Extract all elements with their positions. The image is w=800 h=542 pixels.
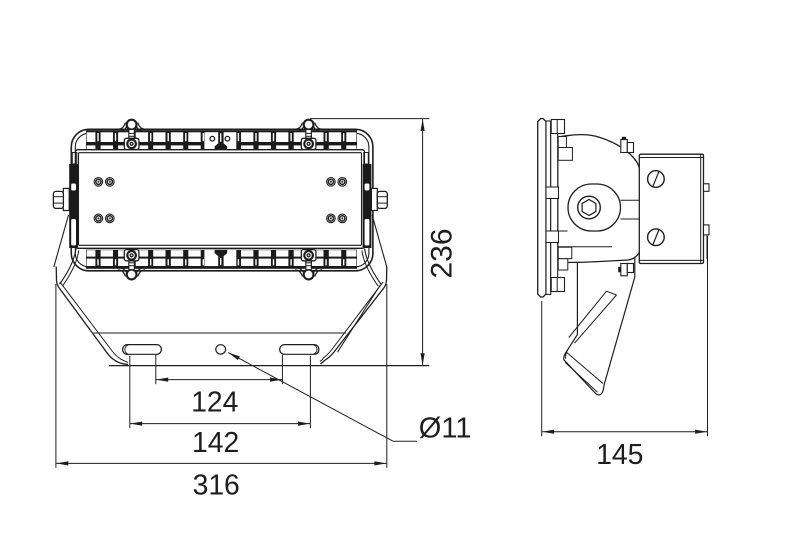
svg-text:236: 236: [425, 228, 458, 278]
svg-text:124: 124: [191, 385, 238, 417]
svg-text:142: 142: [192, 426, 239, 458]
svg-text:316: 316: [193, 468, 240, 500]
svg-text:Ø11: Ø11: [419, 413, 472, 445]
svg-text:145: 145: [596, 438, 643, 470]
